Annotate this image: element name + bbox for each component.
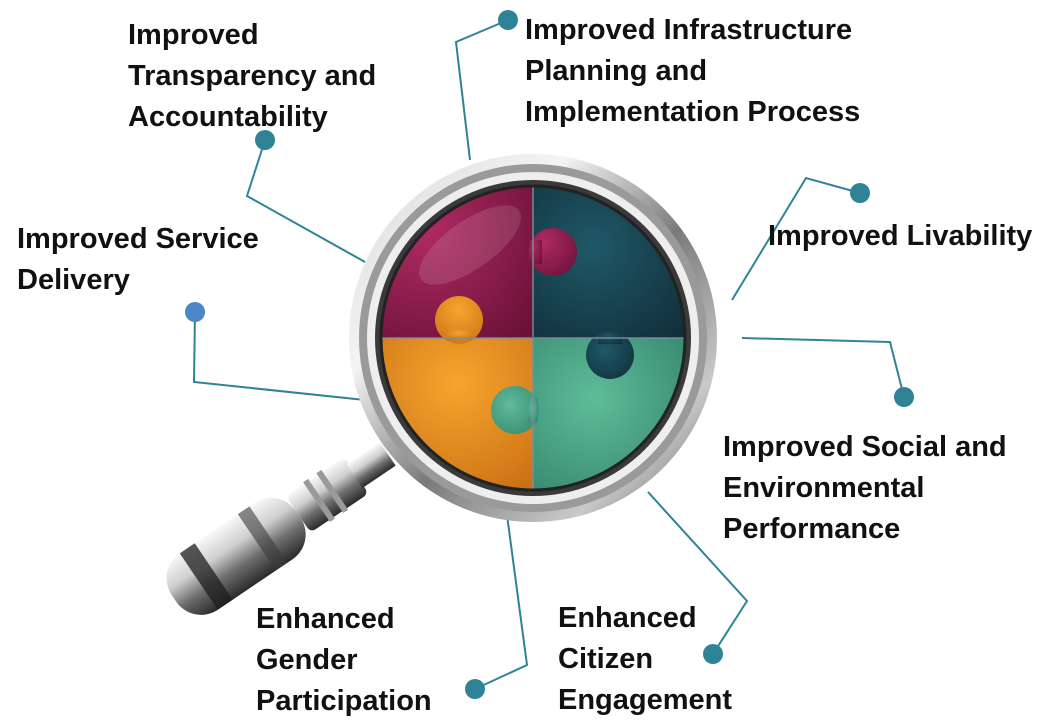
dot-gender: [465, 679, 485, 699]
connector-citizen: [647, 491, 749, 655]
dot-citizen: [703, 644, 723, 664]
connector-dots: [185, 10, 914, 699]
connector-gender: [474, 514, 529, 690]
outcome-social-environmental: Improved Social and Environmental Perfor…: [723, 431, 1007, 545]
connector-livability: [731, 176, 861, 301]
puzzle-pieces-icon: [381, 186, 685, 490]
outcome-infrastructure: Improved Infrastructure Planning and Imp…: [525, 14, 861, 128]
connector-transparency: [245, 139, 366, 263]
outcome-citizen: Enhanced Citizen Engagement: [558, 602, 733, 716]
outcome-transparency: Improved Transparency and Accountability: [128, 19, 377, 133]
dot-livability: [850, 183, 870, 203]
outcome-gender: Enhanced Gender Participation: [256, 603, 432, 717]
connector-infrastructure: [454, 19, 509, 161]
dot-service: [185, 302, 205, 322]
magnifying-glass-icon: [166, 154, 717, 615]
outcome-service-delivery: Improved Service Delivery: [17, 223, 259, 296]
connector-service: [192, 311, 366, 401]
outcome-livability: Improved Livability: [768, 220, 1033, 252]
dot-transparency: [255, 130, 275, 150]
magnifier-handle: [166, 442, 396, 615]
connector-lines: [192, 19, 905, 690]
connector-social: [741, 337, 905, 398]
dot-infrastructure: [498, 10, 518, 30]
dot-social: [894, 387, 914, 407]
